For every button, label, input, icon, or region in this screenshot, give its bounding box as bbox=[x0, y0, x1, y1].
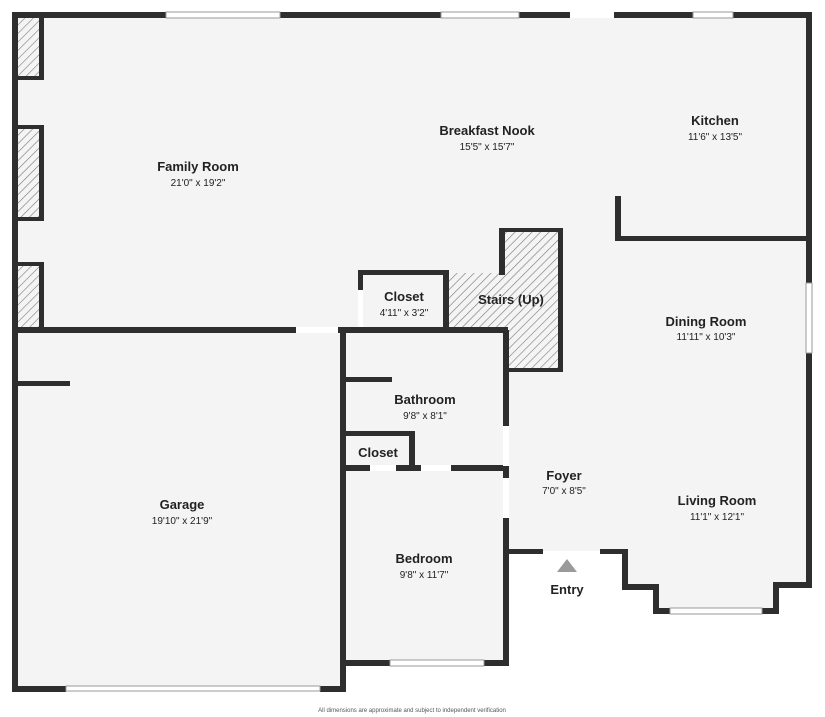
stairs-area bbox=[444, 230, 560, 370]
entry-arrow-icon bbox=[557, 559, 577, 572]
closet-upper-name: Closet bbox=[384, 289, 424, 304]
foyer-dim: 7'0" x 8'5" bbox=[542, 486, 586, 497]
windows bbox=[65, 11, 813, 692]
bedroom-name: Bedroom bbox=[395, 551, 452, 566]
kitchen-name: Kitchen bbox=[691, 113, 739, 128]
kitchen-dim: 11'6" x 13'5" bbox=[688, 132, 743, 143]
breakfast-nook-name: Breakfast Nook bbox=[439, 123, 535, 138]
disclaimer-text: All dimensions are approximate and subje… bbox=[318, 708, 506, 714]
bathroom-name: Bathroom bbox=[394, 392, 455, 407]
family-room-name: Family Room bbox=[157, 159, 239, 174]
dining-room-name: Dining Room bbox=[666, 314, 747, 329]
fireplace-block-3 bbox=[17, 265, 41, 329]
fireplace-block-1 bbox=[17, 17, 41, 78]
stairs-name: Stairs (Up) bbox=[478, 292, 544, 307]
garage-name: Garage bbox=[160, 497, 205, 512]
closet-upper-dim: 4'11" x 3'2" bbox=[380, 308, 429, 319]
family-room-dim: 21'0" x 19'2" bbox=[171, 178, 226, 189]
bathroom-dim: 9'8" x 8'1" bbox=[403, 411, 447, 422]
entry-label: Entry bbox=[550, 582, 584, 597]
foyer-name: Foyer bbox=[546, 468, 581, 483]
dining-room-dim: 11'11" x 10'3" bbox=[677, 332, 736, 343]
closet-lower-name: Closet bbox=[358, 445, 398, 460]
garage-dim: 19'10" x 21'9" bbox=[152, 516, 213, 527]
floor-area bbox=[14, 14, 810, 690]
breakfast-nook-dim: 15'5" x 15'7" bbox=[460, 142, 515, 153]
living-room-dim: 11'1" x 12'1" bbox=[690, 512, 745, 523]
living-room-name: Living Room bbox=[678, 493, 757, 508]
bedroom-dim: 9'8" x 11'7" bbox=[400, 570, 449, 581]
fireplace-block-2 bbox=[17, 128, 41, 219]
